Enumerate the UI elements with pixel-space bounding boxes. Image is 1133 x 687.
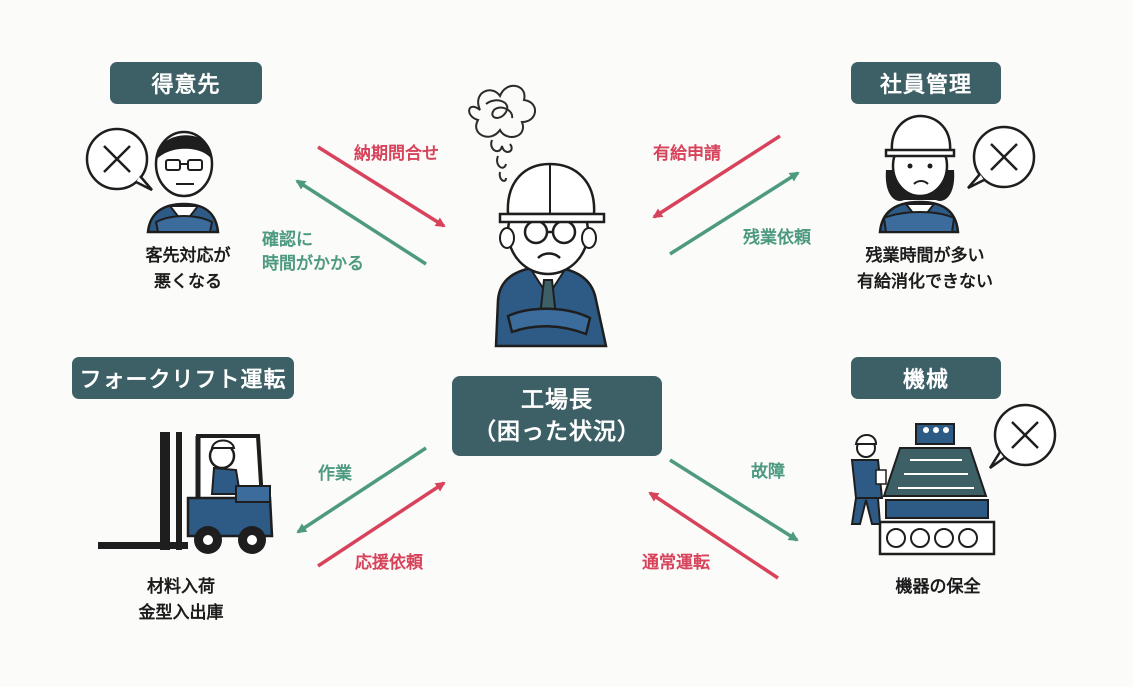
cross-bubble-icon [967, 125, 1036, 190]
arrow-forklift-in [317, 481, 446, 568]
center-node: 工場長 （困った状況） [452, 376, 662, 456]
customer-person-icon [146, 130, 220, 234]
label-staff-out: 残業依頼 [743, 228, 811, 248]
arrow-staff-in [652, 134, 781, 219]
tag-staff: 社員管理 [851, 62, 1001, 104]
label-machine-out: 故障 [751, 462, 785, 482]
arrow-machine-in [648, 491, 779, 580]
forklift-icon [98, 432, 274, 554]
arrow-customer-in [317, 145, 446, 228]
label-staff-in: 有給申請 [653, 144, 721, 164]
caption-staff: 残業時間が多い 有給消化できない [857, 246, 993, 292]
label-machine-in: 通常運転 [642, 553, 710, 573]
label-forklift-in: 応援依頼 [355, 553, 423, 573]
label-forklift-out: 作業 [318, 464, 352, 484]
center-subtitle: （困った状況） [473, 419, 641, 445]
manager-icon [494, 162, 608, 348]
worry-scribble-icon [468, 85, 536, 182]
cross-bubble-icon [85, 127, 153, 192]
caption-forklift: 材料入荷 金型入出庫 [138, 577, 224, 623]
machine-icon [850, 423, 996, 556]
cross-bubble-icon [988, 403, 1057, 470]
label-customer-out: 確認に 時間がかかる [262, 230, 364, 274]
center-title: 工場長 [521, 387, 593, 413]
label-customer-in: 納期問合せ [354, 144, 439, 164]
tag-machine: 機械 [851, 357, 1001, 399]
tag-customer: 得意先 [110, 62, 262, 104]
arrow-machine-out [669, 458, 799, 542]
caption-customer: 客先対応が 悪くなる [145, 246, 231, 292]
tag-forklift: フォークリフト運転 [72, 357, 294, 399]
staff-person-icon [878, 114, 960, 234]
caption-machine: 機器の保全 [895, 577, 981, 597]
arrow-forklift-out [296, 446, 427, 534]
arrow-staff-out [669, 171, 800, 256]
arrow-customer-out [295, 179, 427, 266]
